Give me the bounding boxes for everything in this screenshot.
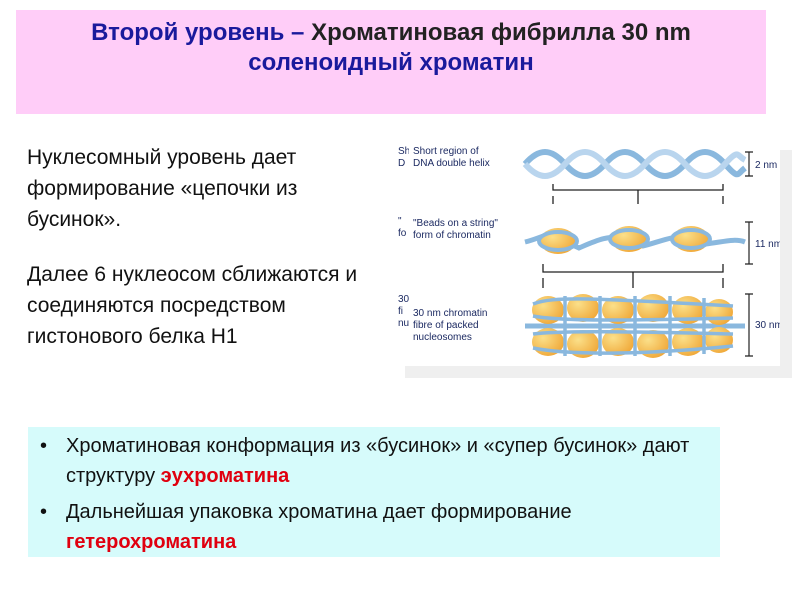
helix-label-1: Short region of	[413, 146, 479, 157]
chromatin-fibre-30nm	[525, 294, 745, 358]
nucleosome-bead-3	[670, 226, 712, 252]
helix-label-2: DNA double helix	[413, 158, 490, 169]
fibre-label-3: nucleosomes	[413, 332, 472, 343]
scale-label-2nm: 2 nm	[755, 160, 777, 171]
chromatin-diagram: Short region of D " fo 30 fi nu Short re…	[398, 140, 783, 358]
cut-label-top-2: D	[398, 158, 405, 169]
nucleosome-bead-2	[608, 226, 650, 252]
cut-label-bot-1: 30	[398, 294, 410, 305]
bullet-dot-icon: •	[40, 501, 48, 523]
summary-box: • Хроматиновая конформация из «бусинок» …	[28, 427, 720, 557]
bullet-heterochromatin: • Дальнейшая упаковка хроматина дает фор…	[38, 497, 710, 557]
bullet-euchromatin: • Хроматиновая конформация из «бусинок» …	[38, 431, 710, 491]
highlight-heterochromatin: гетерохроматина	[66, 531, 237, 553]
bullet-text: Хроматиновая конформация из «бусинок» и …	[66, 435, 690, 487]
dna-double-helix	[522, 149, 747, 179]
bullet-dot-icon: •	[40, 435, 48, 457]
connector-lines-bottom	[542, 264, 724, 288]
scale-label-11nm: 11 nm	[755, 239, 780, 250]
fibre-label-2: fibre of packed	[413, 320, 479, 331]
paragraph-nucleosome-level: Нуклесомный уровень дает формирование «ц…	[27, 146, 298, 231]
title-main: Хроматиновая фибрилла 30 nm	[311, 19, 691, 46]
paragraph-six-nucleosomes: Далее 6 нуклеосом сближаются и соединяют…	[27, 263, 358, 348]
title-line-2: соленоидный хроматин	[248, 49, 534, 76]
scale-bars	[745, 151, 753, 357]
title-box: Второй уровень – Хроматиновая фибрилла 3…	[16, 10, 766, 114]
cut-label-mid-2: fo	[398, 228, 407, 239]
beads-on-string	[524, 226, 746, 254]
title-line-1: Второй уровень – Хроматиновая фибрилла 3…	[16, 18, 766, 48]
label-panel	[409, 140, 525, 354]
connector-lines-top	[552, 184, 724, 204]
title-prefix: Второй уровень –	[91, 19, 312, 46]
cut-label-bot-3: nu	[398, 318, 409, 329]
beads-label-1: "Beads on a string"	[413, 218, 498, 229]
fibre-label-1: 30 nm chromatin	[413, 308, 487, 319]
cut-label-bot-2: fi	[398, 306, 403, 317]
scale-label-30nm: 30 nm	[755, 320, 780, 331]
cut-label-mid-1: "	[398, 216, 402, 227]
chromatin-figure: Short region of D " fo 30 fi nu Short re…	[393, 138, 783, 366]
beads-label-2: form of chromatin	[413, 230, 491, 241]
nucleosome-bead-1	[537, 228, 579, 254]
highlight-euchromatin: эухроматина	[160, 465, 290, 487]
bullet-text: Дальнейшая упаковка хроматина дает форми…	[66, 501, 572, 523]
